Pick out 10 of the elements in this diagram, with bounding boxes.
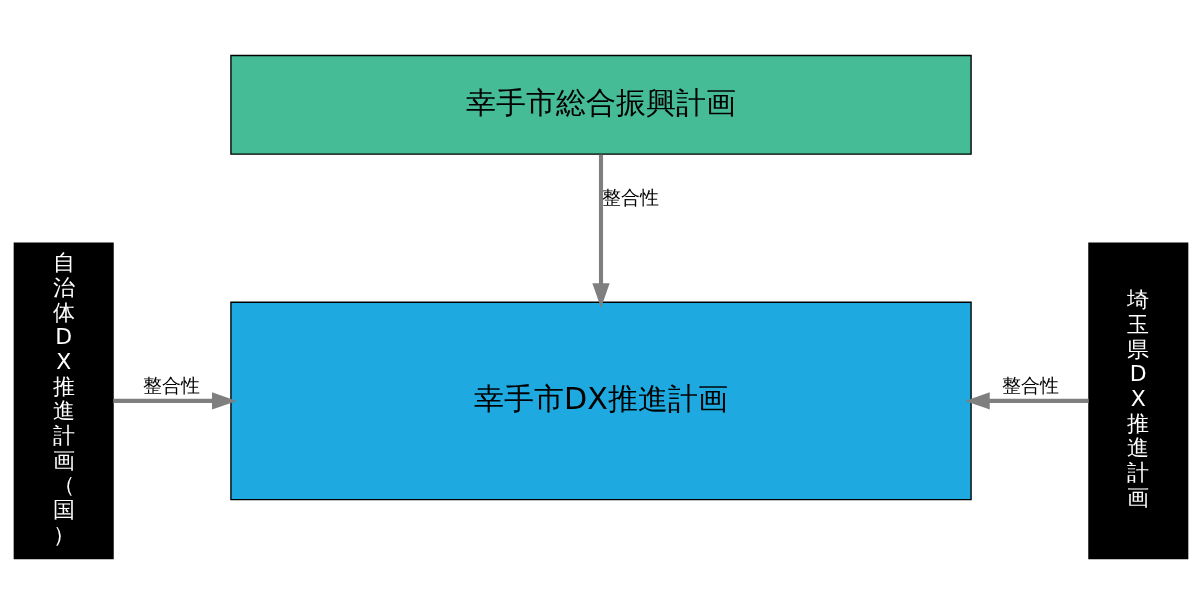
node-box: 幸手市総合振興計画 [230,54,972,155]
edge-label: 整合性 [143,373,201,397]
arrow [113,392,237,410]
edge-label: 整合性 [1001,373,1059,397]
node-box: 自治体DX推進計画（国） [13,242,114,560]
node-box: 埼玉県DX推進計画 [1088,242,1189,560]
edge-label: 整合性 [601,185,659,209]
arrow [965,392,1089,410]
node-box: 幸手市DX推進計画 [230,301,972,501]
arrow [592,154,610,308]
